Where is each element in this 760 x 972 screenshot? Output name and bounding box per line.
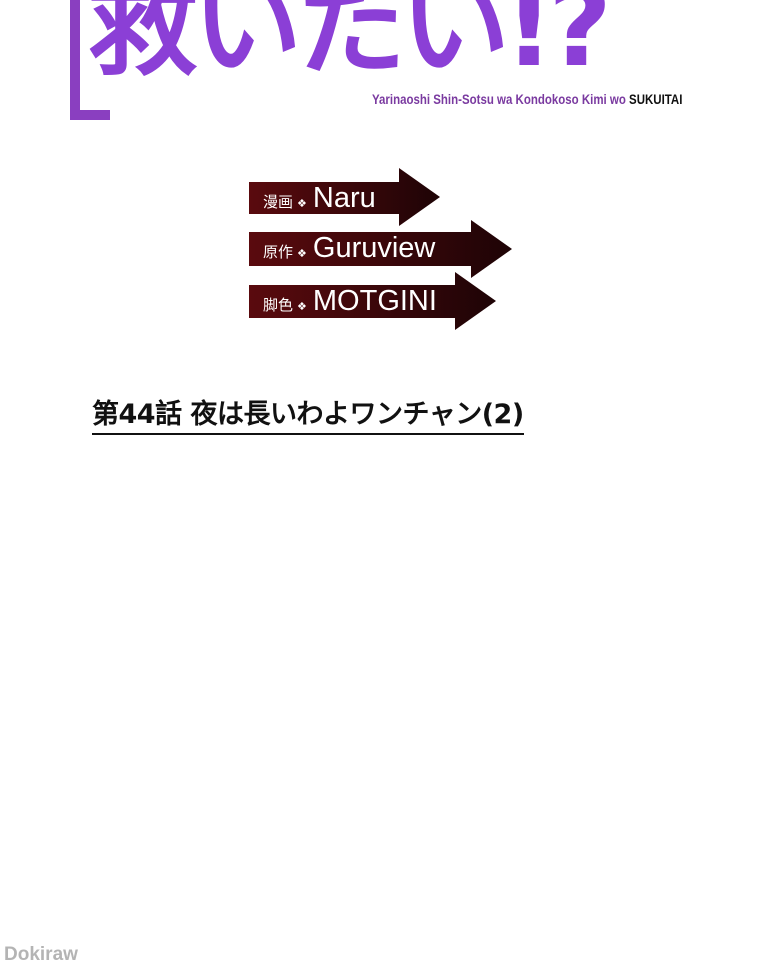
logo-bracket bbox=[70, 0, 80, 120]
credit-role: 漫画 bbox=[263, 193, 294, 211]
separator-icon: ❖ bbox=[297, 300, 307, 313]
credit-name: MOTGINI bbox=[312, 285, 437, 317]
separator-icon: ❖ bbox=[297, 247, 307, 260]
credit-name: Naru bbox=[312, 182, 376, 214]
arrow-shape bbox=[249, 168, 440, 226]
watermark: Dokiraw bbox=[4, 944, 78, 965]
subtitle-romaji: Yarinaoshi Shin-Sotsu wa Kondokoso Kimi … bbox=[372, 91, 630, 107]
chapter-title: 第44話 夜は長いわよワンチャン(2) bbox=[92, 392, 524, 435]
subtitle-end: SUKUITAI bbox=[629, 91, 683, 107]
credit-role: 脚色 bbox=[263, 296, 294, 314]
logo-title: 救いたい!? bbox=[88, 0, 612, 91]
logo-bracket-foot bbox=[70, 110, 110, 120]
arrow-shape bbox=[249, 272, 496, 330]
credit-name: Guruview bbox=[312, 232, 436, 264]
credit-role: 原作 bbox=[263, 243, 294, 261]
arrow-shape bbox=[249, 220, 512, 278]
logo-subtitle: Yarinaoshi Shin-Sotsu wa Kondokoso Kimi … bbox=[372, 91, 682, 107]
separator-icon: ❖ bbox=[297, 197, 307, 210]
